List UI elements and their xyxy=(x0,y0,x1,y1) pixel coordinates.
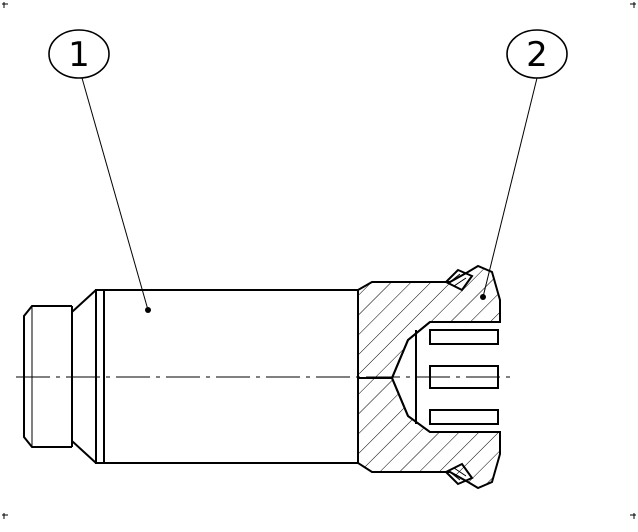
leader-line-2 xyxy=(482,77,538,298)
balloon-2: 2 xyxy=(506,29,568,79)
leader-line-1 xyxy=(81,77,149,311)
balloon-1: 1 xyxy=(48,29,110,79)
frame-corner-marks xyxy=(2,2,636,519)
balloon-1-label: 1 xyxy=(68,35,90,75)
balloon-2-label: 2 xyxy=(526,35,548,75)
nut-section xyxy=(357,264,501,490)
